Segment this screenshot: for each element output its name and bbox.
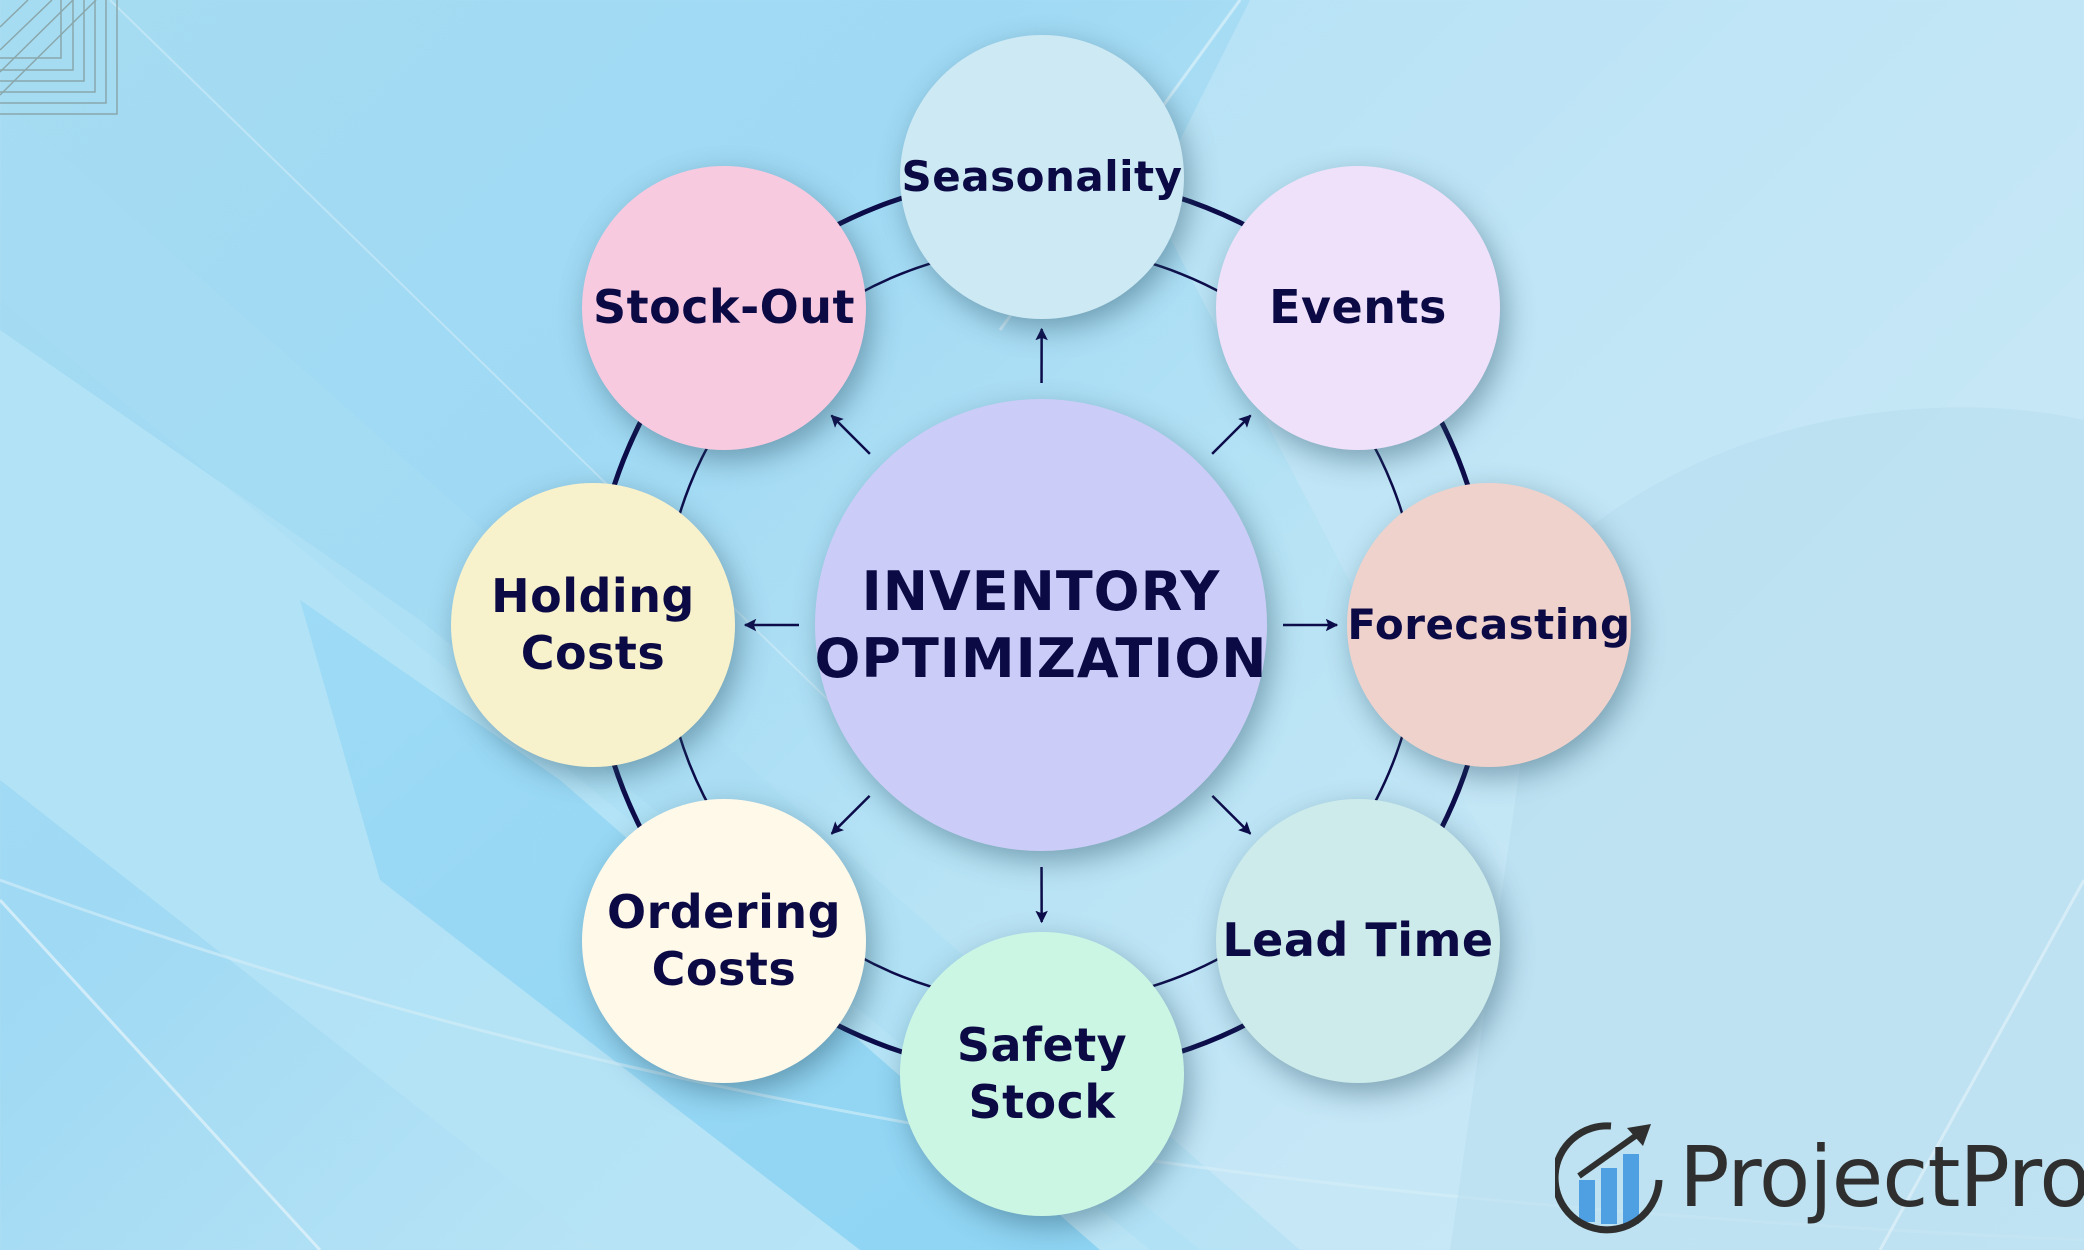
- node-seasonality[interactable]: Seasonality: [900, 35, 1184, 319]
- node-label: Lead Time: [1222, 913, 1494, 968]
- logo-text: ProjectPro: [1679, 1128, 2084, 1226]
- arrow-to-ordering-costs: [830, 794, 871, 835]
- center-node-inventory-optimization[interactable]: INVENTORY OPTIMIZATION: [814, 399, 1268, 851]
- node-label: Holding Costs: [491, 568, 695, 681]
- node-holding-costs[interactable]: Holding Costs: [451, 483, 735, 767]
- node-events[interactable]: Events: [1216, 166, 1500, 450]
- node-label: Forecasting: [1347, 599, 1631, 649]
- node-label: Events: [1269, 280, 1447, 335]
- arrows: [743, 327, 1339, 924]
- node-label: Seasonality: [901, 151, 1183, 201]
- node-forecasting[interactable]: Forecasting: [1347, 483, 1631, 767]
- arrow-to-stock-out: [830, 414, 871, 455]
- center-node-label: INVENTORY OPTIMIZATION: [814, 559, 1268, 691]
- node-stock-out[interactable]: Stock-Out: [582, 166, 866, 450]
- node-ordering-costs[interactable]: Ordering Costs: [582, 799, 866, 1083]
- growth-chart-icon: [1555, 1122, 1663, 1234]
- arrow-to-events: [1211, 414, 1252, 455]
- node-label: Ordering Costs: [606, 884, 842, 997]
- node-label: Stock-Out: [592, 280, 855, 335]
- projectpro-logo[interactable]: ProjectPro: [1555, 1118, 2084, 1236]
- node-label: Safety Stock: [956, 1017, 1128, 1130]
- arrow-to-lead-time: [1211, 794, 1252, 835]
- node-safety-stock[interactable]: Safety Stock: [900, 932, 1184, 1216]
- node-lead-time[interactable]: Lead Time: [1216, 799, 1500, 1083]
